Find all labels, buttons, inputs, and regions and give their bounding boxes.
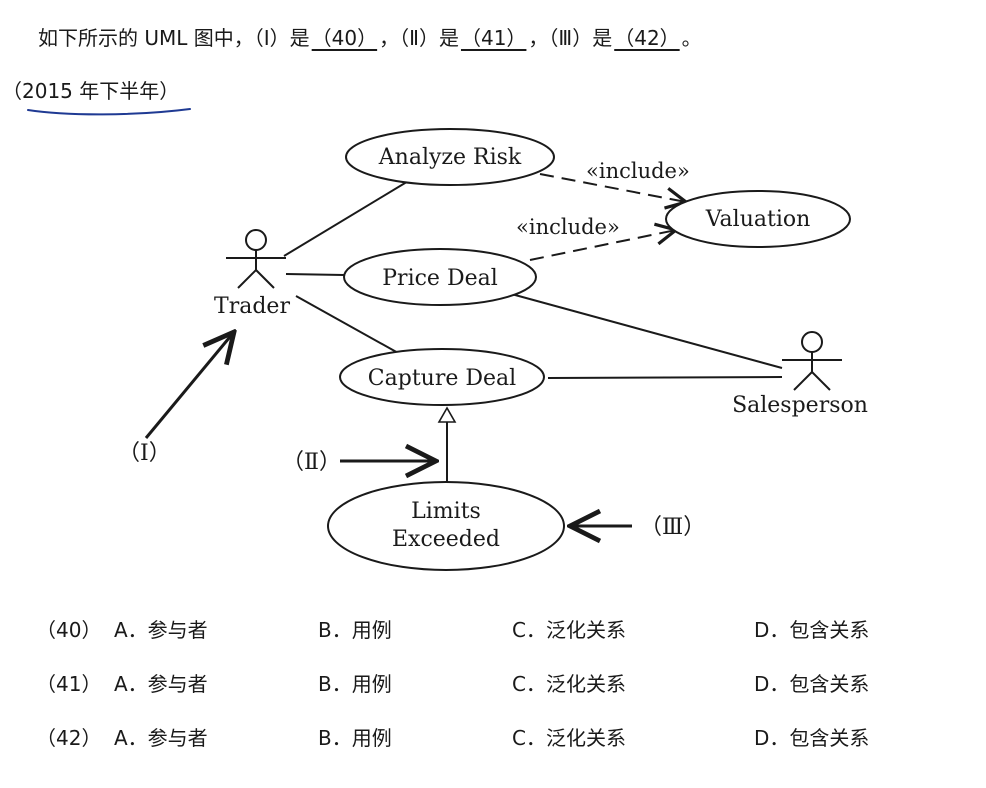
blank-40: （40） — [311, 26, 378, 50]
pointer-arrow-1 — [144, 332, 234, 439]
include-price-deal-valuation — [529, 230, 676, 261]
marker-label-3: （Ⅲ） — [640, 515, 705, 540]
use-case-capture-deal-label: Capture Deal — [368, 366, 516, 391]
use-case-valuation — [665, 190, 851, 248]
option-number: （40） — [36, 618, 102, 642]
include-analyze-risk-valuation — [539, 173, 686, 202]
option-c[interactable]: C．泛化关系 — [512, 672, 626, 696]
use-case-limits-line2: Exceeded — [392, 527, 500, 552]
part3-label: （Ⅲ）是 — [548, 26, 613, 50]
option-d[interactable]: D．包含关系 — [754, 672, 870, 696]
part2-label: （Ⅱ）是 — [399, 26, 459, 50]
option-c[interactable]: C．泛化关系 — [512, 618, 626, 642]
use-case-limits-line1: Limits — [411, 499, 481, 524]
stereotype-include-bottom: «include» — [516, 215, 620, 239]
marker-label-1: （I） — [118, 441, 171, 466]
blank-42: （42） — [614, 26, 680, 50]
option-c[interactable]: C．泛化关系 — [512, 726, 626, 750]
option-b[interactable]: B．用例 — [318, 672, 392, 696]
use-case-limits-exceeded — [327, 481, 565, 571]
actor-salesperson-icon — [782, 331, 842, 391]
question-end: 。 — [681, 26, 702, 50]
option-a[interactable]: A．参与者 — [114, 618, 208, 642]
exam-year: （2015 年下半年） — [2, 79, 180, 103]
stereotype-include-top: «include» — [586, 159, 690, 183]
assoc-capture-deal-salesperson — [547, 376, 783, 379]
uml-use-case-diagram: «include» «include» Analyze Risk Valuati… — [118, 128, 868, 571]
question-text: 如下所示的 UML 图中，（I）是（40），（Ⅱ）是（41），（Ⅲ）是（42）。 — [38, 22, 702, 54]
option-d[interactable]: D．包含关系 — [754, 618, 870, 642]
use-case-price-deal — [343, 248, 537, 306]
use-case-capture-deal — [339, 348, 545, 406]
option-a[interactable]: A．参与者 — [114, 672, 208, 696]
option-b[interactable]: B．用例 — [318, 726, 392, 750]
marker-label-2: （Ⅱ） — [282, 450, 341, 475]
actor-trader-icon — [226, 229, 286, 289]
generalization-arrowhead — [437, 406, 457, 423]
use-case-valuation-label: Valuation — [705, 207, 811, 232]
question-prefix: 如下所示的 UML 图中， — [38, 26, 254, 50]
assoc-price-deal-salesperson — [503, 291, 783, 369]
assoc-trader-price-deal — [285, 273, 345, 276]
blank-41: （41） — [460, 26, 527, 50]
separator-2: ， — [528, 26, 549, 50]
actor-salesperson-label: Salesperson — [732, 393, 868, 418]
option-number: （42） — [36, 726, 102, 750]
actor-trader-label: Trader — [214, 294, 290, 319]
use-case-price-deal-label: Price Deal — [382, 266, 498, 291]
option-number: （41） — [36, 672, 102, 696]
use-case-analyze-risk — [345, 128, 555, 186]
option-b[interactable]: B．用例 — [318, 618, 392, 642]
option-d[interactable]: D．包含关系 — [754, 726, 870, 750]
option-a[interactable]: A．参与者 — [114, 726, 208, 750]
separator-1: ， — [379, 26, 400, 50]
assoc-trader-analyze-risk — [283, 179, 411, 257]
assoc-trader-capture-deal — [295, 295, 401, 355]
use-case-analyze-risk-label: Analyze Risk — [378, 145, 522, 170]
handwritten-underline — [27, 108, 191, 116]
part1-label: （I）是 — [253, 26, 310, 50]
